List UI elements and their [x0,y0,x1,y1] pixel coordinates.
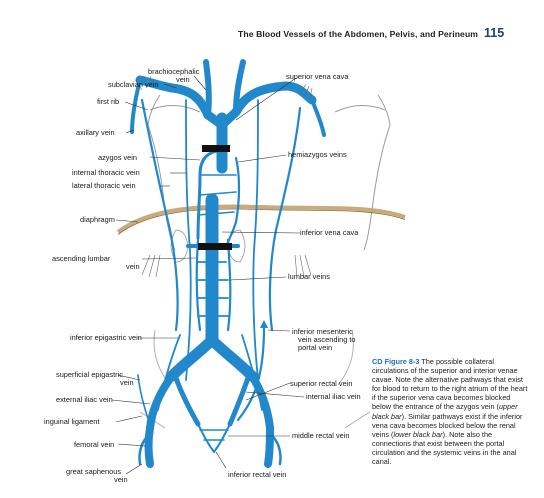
label-brachiocephalic-1: brachiocephalic [148,67,200,76]
diaphragm-band [116,204,406,234]
label-first-rib: first rib [97,97,119,106]
caption-text-part2: ). Similar pathways exist if the inferio… [372,411,523,439]
label-internal-iliac: internal iliac vein [306,392,361,401]
label-azygos: azygos vein [98,153,137,162]
label-inferior-rectal: inferior rectal vein [228,470,286,479]
inguinal-ligament-line [139,411,371,429]
label-ascending-lumbar-2: vein [126,262,140,271]
label-lumbar: lumbar veins [288,272,330,281]
label-inguinal-ligament: inguinal ligament [44,417,99,426]
right-labels: superior vena cava hemiazygos veins infe… [228,72,361,479]
major-veins [130,59,326,468]
label-femoral: femoral vein [74,440,114,449]
label-axillary: axillary vein [76,128,115,137]
label-superficial-epigastric-1: superficial epigastric [56,370,123,379]
portal-direction-arrow [260,320,268,328]
rib-outlines [147,94,391,251]
label-diaphragm: diaphragm [80,215,115,224]
label-brachiocephalic-2: vein [176,75,190,84]
caption-lower-bar: lower black bar [393,429,443,439]
label-middle-rectal: middle rectal vein [292,431,350,440]
label-subclavian: subclavian vein [108,80,159,89]
diaphragm-band-edge [117,208,406,235]
label-inferior-mesenteric-1: inferior mesenteric [292,327,353,336]
label-great-saphenous-1: great saphenous [66,467,121,476]
lower-black-bar [198,243,232,250]
label-inferior-vena-cava: inferior vena cava [300,228,359,237]
label-great-saphenous-2: vein [114,475,128,484]
label-external-iliac: external iliac vein [56,395,113,404]
caption-upper-bar: upper black bar [372,402,518,421]
leader-lines [111,75,305,475]
page-number: 115 [484,26,505,40]
caption-text-part1: The possible collateral circulations of … [372,357,528,412]
label-superior-rectal: superior rectal vein [290,379,352,388]
label-superior-vena-cava: superior vena cava [286,72,349,81]
label-inferior-mesenteric-2: vein ascending to [298,335,356,344]
running-header-title: The Blood Vessels of the Abdomen, Pelvis… [238,29,479,39]
figure-caption: CD Figure 8-3 The possible collateral ci… [372,357,528,466]
caption-label: CD Figure 8-3 [372,357,420,366]
label-inferior-epigastric: inferior epigastric vein [70,333,142,342]
label-superficial-epigastric-2: vein [120,378,134,387]
upper-black-bar [202,145,230,152]
label-inferior-mesenteric-3: portal vein [298,343,332,352]
left-labels: brachiocephalic vein subclavian vein fir… [44,67,200,484]
label-hemiazygos: hemiazygos veins [288,150,347,159]
label-internal-thoracic: internal thoracic vein [72,168,140,177]
label-lateral-thoracic: lateral thoracic vein [72,181,136,190]
caption-text-part3: ). Note also the connections that exist … [372,429,517,467]
label-ascending-lumbar-1: ascending lumbar [52,254,111,263]
